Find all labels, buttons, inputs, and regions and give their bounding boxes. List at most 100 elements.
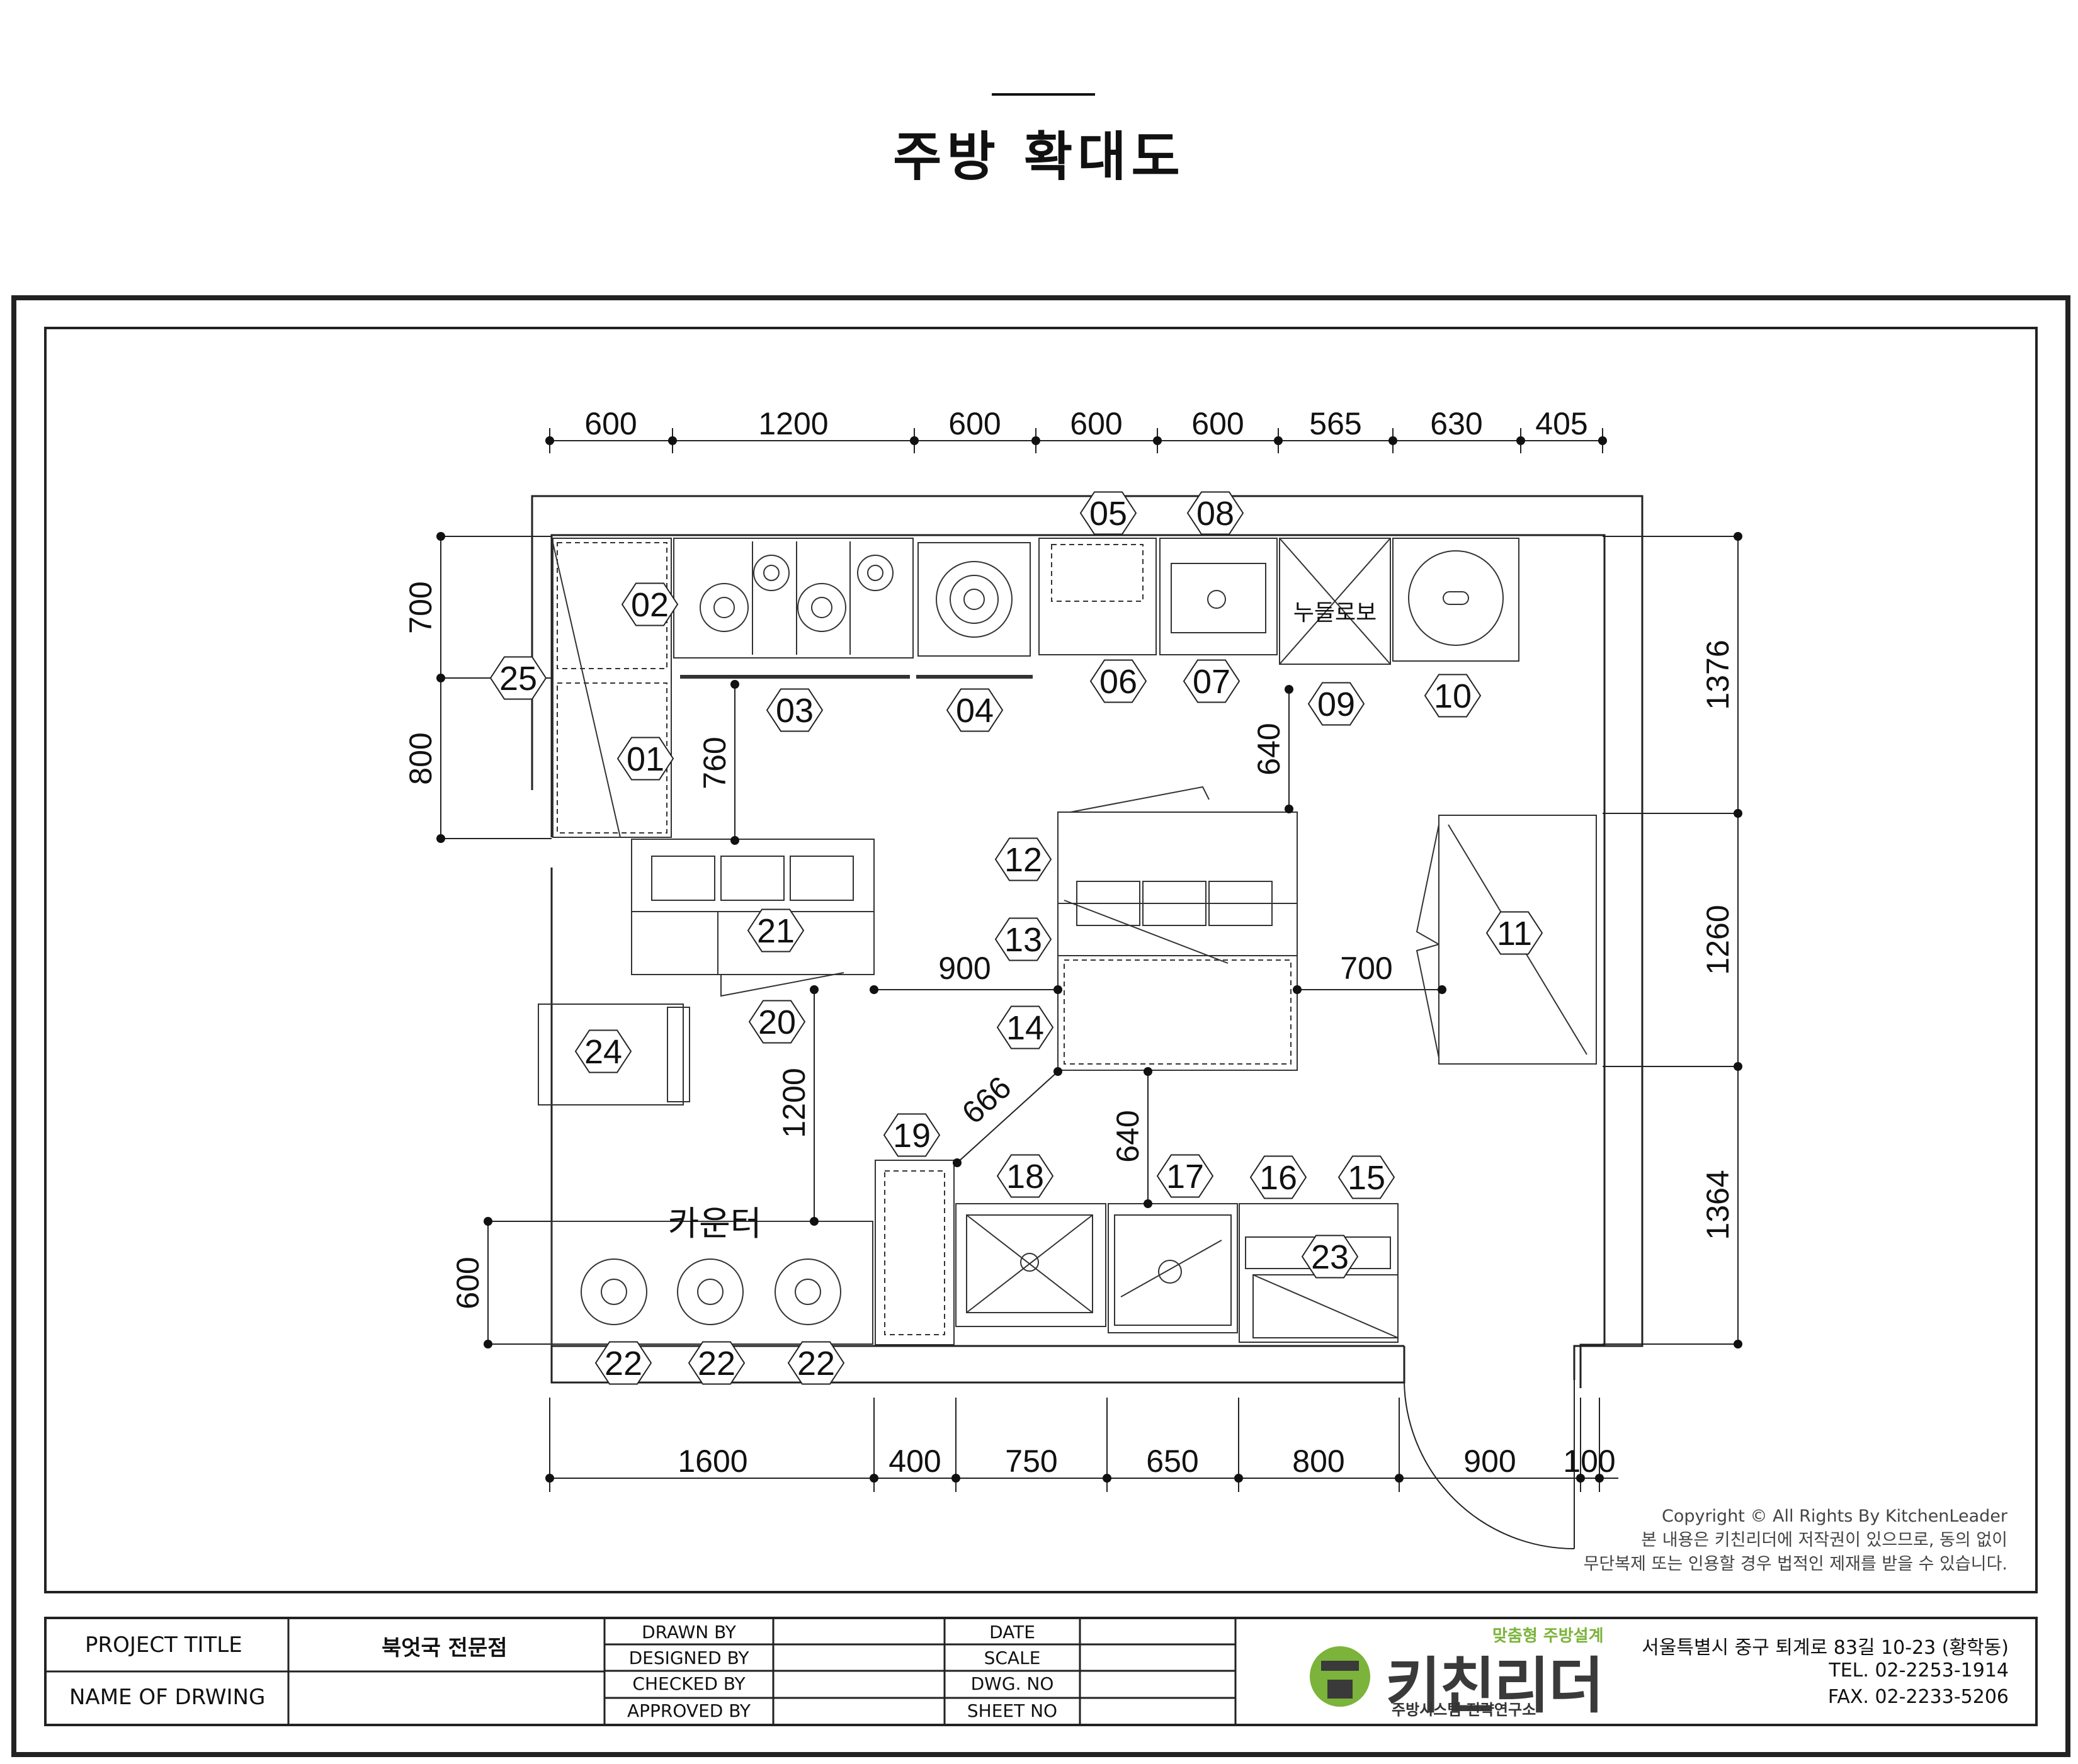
item-tag-hexagon — [994, 837, 1052, 881]
item-tag-15: 15 — [1337, 1155, 1395, 1199]
drawn-by-label: DRAWN BY — [642, 1622, 736, 1642]
project-title: 북엇국 전문점 — [382, 1636, 508, 1661]
item-tag-number: 15 — [1348, 1159, 1385, 1197]
dimension-point — [1734, 532, 1742, 541]
top-dim-4: 600 — [1070, 406, 1122, 441]
dimension-point — [1395, 1474, 1404, 1483]
item-tag-number: 07 — [1193, 663, 1230, 701]
dimension-point — [1576, 1474, 1585, 1483]
page-title: 주방 확대도 — [893, 126, 1185, 188]
dim-1200: 1200 — [776, 1068, 812, 1138]
item-tag-22: 22 — [787, 1341, 845, 1385]
dimension-point — [870, 985, 878, 994]
drawing-frame — [44, 327, 2038, 1593]
dimension-point — [545, 1474, 554, 1483]
dimension-point — [1734, 1062, 1742, 1071]
item-tag-number: 25 — [499, 660, 537, 698]
designed-by-label: DESIGNED BY — [628, 1648, 749, 1668]
dimension-point — [1388, 436, 1397, 445]
dimension-point — [1274, 436, 1283, 445]
item-tag-hexagon — [1337, 1155, 1395, 1199]
item-tag-number: 09 — [1317, 686, 1355, 723]
bottom-dim-7: 100 — [1563, 1444, 1615, 1479]
dishwasher-17 — [1108, 1203, 1238, 1333]
item-tag-hexagon — [621, 582, 679, 626]
item-tag-hexagon — [688, 1341, 746, 1385]
logo-subtitle: 주방시스템 전략연구소 — [1392, 1701, 1536, 1719]
dimension-point — [1598, 436, 1607, 445]
item-tag-08: 08 — [1186, 491, 1244, 535]
top-dim-7: 630 — [1430, 406, 1482, 441]
company-fax: FAX. 02-2233-5206 — [1827, 1686, 2009, 1708]
item-tag-16: 16 — [1249, 1155, 1307, 1199]
gas-range-03 — [673, 538, 914, 659]
dim-700: 700 — [1340, 951, 1392, 986]
bottom-dim-1: 1600 — [678, 1444, 747, 1479]
item-tag-25: 25 — [489, 656, 547, 700]
item-tag-22: 22 — [594, 1341, 652, 1385]
counter-label: 카운터 — [667, 1205, 761, 1243]
equipment-outlines — [538, 538, 1597, 1345]
item-tag-number: 12 — [1004, 841, 1042, 879]
top-dim-3: 600 — [948, 406, 1001, 441]
right-dim-1: 1376 — [1700, 640, 1735, 710]
item-tag-hexagon — [594, 1341, 652, 1385]
copyright-line-1: Copyright © All Rights By KitchenLeader — [1661, 1507, 2007, 1526]
item-tag-04: 04 — [946, 688, 1004, 732]
dimension-point — [730, 680, 739, 689]
dim-760: 760 — [697, 737, 732, 789]
dimension-point — [951, 1474, 960, 1483]
right-dim-3: 1364 — [1700, 1170, 1735, 1240]
item-tag-number: 03 — [776, 692, 814, 730]
item-tag-18: 18 — [996, 1154, 1054, 1198]
dimension-point — [1293, 985, 1302, 994]
dimension-point — [545, 436, 554, 445]
item-tag-hexagon — [766, 688, 824, 732]
item-tag-number: 22 — [605, 1345, 642, 1382]
right-dim-2: 1260 — [1700, 905, 1735, 975]
left-dim-3: 600 — [450, 1257, 485, 1309]
scale-label: SCALE — [984, 1648, 1041, 1668]
item-tag-hexagon — [1307, 682, 1365, 726]
dwg-no-label: DWG. NO — [970, 1673, 1054, 1694]
item-tag-05: 05 — [1079, 491, 1137, 535]
dimension-point — [910, 436, 919, 445]
item-tag-hexagon — [489, 656, 547, 700]
dimension-point — [810, 985, 819, 994]
bottom-dim-4: 650 — [1146, 1444, 1198, 1479]
cart-24 — [538, 1004, 684, 1105]
island-12-13-14 — [1057, 811, 1298, 1071]
bottom-dim-3: 750 — [1005, 1444, 1057, 1479]
item-tag-13: 13 — [994, 917, 1052, 961]
item-tag-hexagon — [748, 1000, 806, 1044]
dimension-point — [1734, 1340, 1742, 1348]
left-dim-2: 800 — [403, 732, 438, 784]
item-tag-17: 17 — [1156, 1154, 1214, 1198]
dimension-point — [1234, 1474, 1243, 1483]
item-tag-06: 06 — [1089, 659, 1147, 703]
item-tag-14: 14 — [996, 1005, 1054, 1049]
item-tag-20: 20 — [748, 1000, 806, 1044]
item-tag-23: 23 — [1301, 1235, 1359, 1279]
worktable-06 — [1038, 538, 1157, 655]
dimension-point — [1053, 1067, 1062, 1076]
bottom-dim-2: 400 — [889, 1444, 941, 1479]
kitchenleader-logo — [1310, 1646, 1370, 1707]
item-tag-hexagon — [1485, 911, 1543, 955]
dimension-point — [1103, 1474, 1111, 1483]
dimension-point — [1144, 1067, 1152, 1076]
dimension-point — [810, 1217, 819, 1226]
dimension-point — [1285, 685, 1293, 694]
company-tel: TEL. 02-2253-1914 — [1829, 1659, 2009, 1682]
dimension-point — [484, 1217, 492, 1226]
sheet-no-label: SHEET NO — [967, 1700, 1058, 1721]
item-tag-hexagon — [616, 737, 674, 781]
item-tag-hexagon — [1249, 1155, 1307, 1199]
sink-21 — [631, 839, 875, 975]
dimension-points — [436, 436, 1742, 1483]
logo-tagline: 맞춤형 주방설계 — [1492, 1627, 1604, 1646]
item-tag-number: 06 — [1099, 663, 1137, 701]
dim-900: 900 — [938, 951, 991, 986]
item-tag-number: 05 — [1089, 495, 1127, 533]
